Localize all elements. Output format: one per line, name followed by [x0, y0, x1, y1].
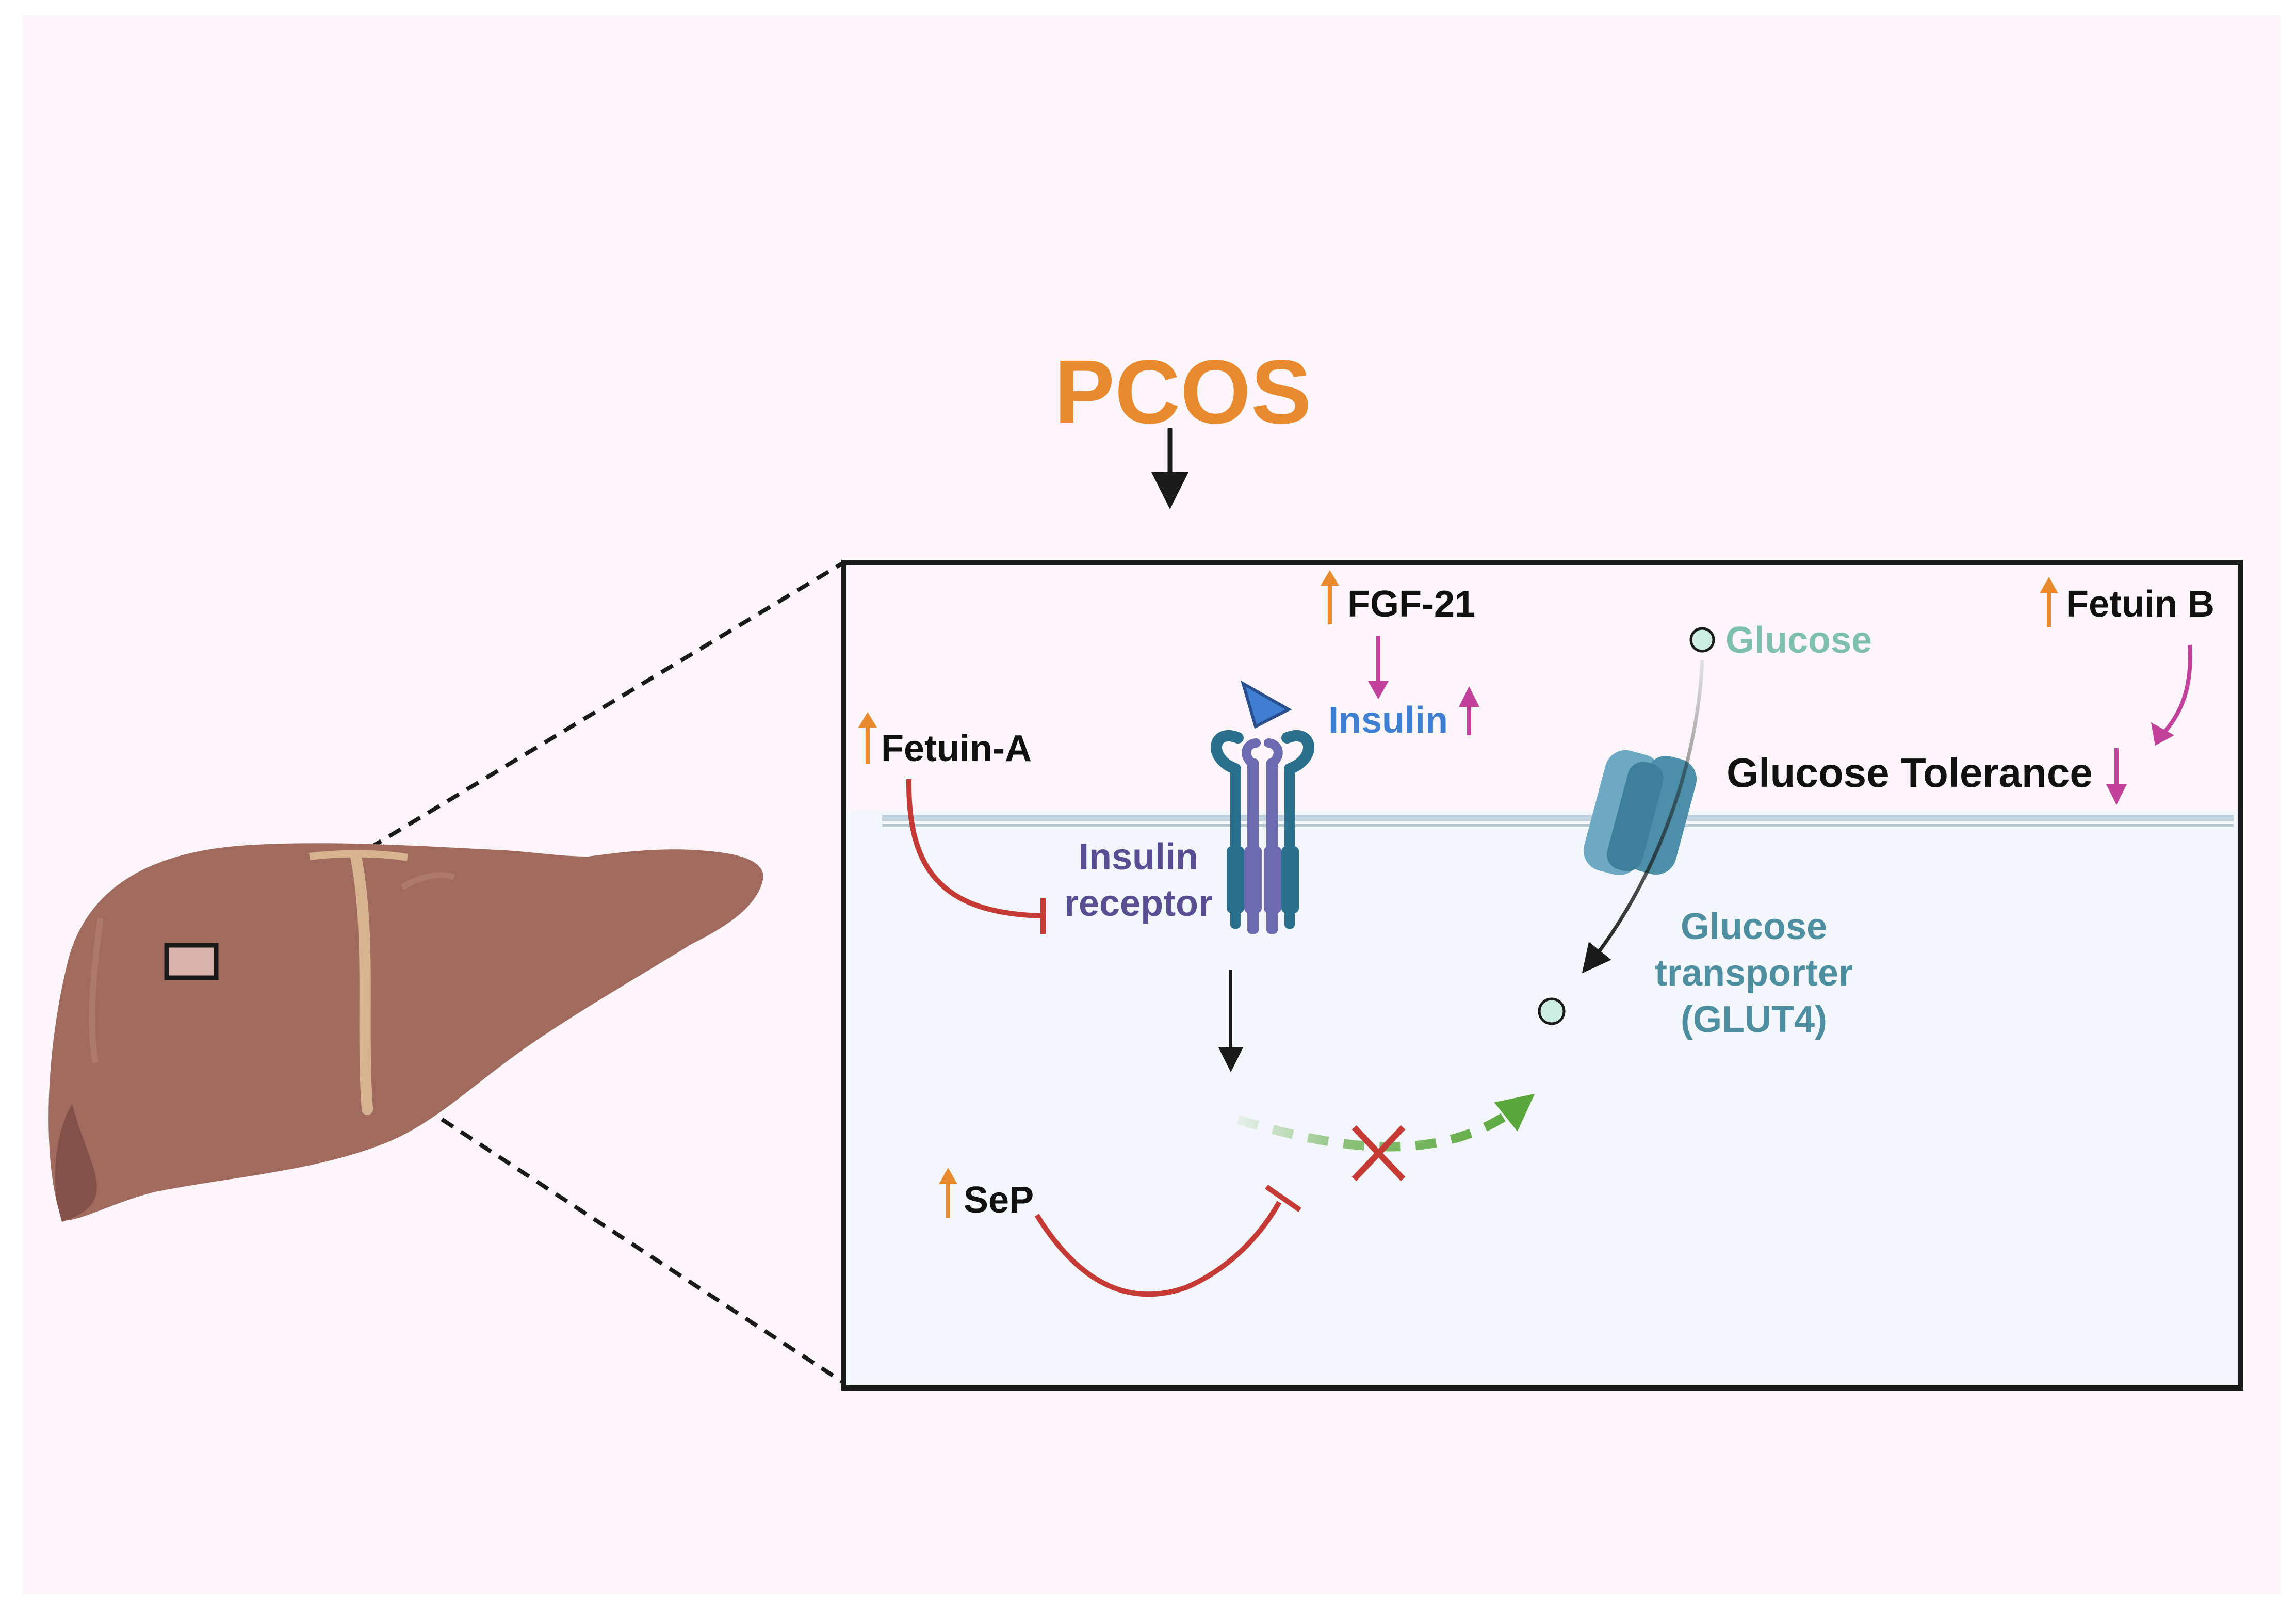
blocked-x-icon: [1351, 1125, 1406, 1182]
insulin-label: Insulin: [1328, 700, 1448, 741]
glucose-molecule-icon: [1689, 627, 1715, 653]
insulin-receptor-label-line2: receptor: [1064, 883, 1213, 924]
liver-icon: [48, 843, 764, 1222]
glut4-label-line1: Glucose: [1681, 906, 1827, 947]
insulin-ligand-icon: [1241, 680, 1292, 729]
insulin-receptor-icon: [1211, 730, 1314, 934]
glucose-tolerance-label: Glucose Tolerance: [1727, 750, 2093, 796]
fgf21-to-insulin-arrow: [1368, 636, 1389, 699]
sep-inhibition-bar: [1265, 1184, 1301, 1213]
glucose-tolerance-decrease-icon: [2106, 748, 2127, 805]
fgf21-label: FGF-21: [1347, 584, 1475, 625]
sep-label: SeP: [964, 1180, 1034, 1221]
fetuin-b-increase-icon: [2040, 577, 2058, 627]
insulin-receptor-label-line1: Insulin: [1079, 836, 1198, 878]
sep-increase-icon: [939, 1168, 957, 1218]
fetuin-a-label: Fetuin-A: [881, 728, 1032, 769]
pcos-title: PCOS: [1054, 342, 1312, 443]
liver-zoom-box: [164, 943, 219, 980]
glucose-molecule-inside-icon: [1538, 997, 1566, 1025]
fetuin-a-increase-icon: [858, 712, 877, 764]
sep-inhibition-line: [1034, 1201, 1282, 1297]
fetuin-b-arrow: [2162, 644, 2192, 734]
fetuin-b-arrow-head: [2151, 722, 2174, 746]
glut4-label-line2: transporter: [1655, 952, 1853, 994]
extracellular-space: [846, 565, 2238, 810]
fgf21-increase-icon: [1321, 570, 1339, 624]
glucose-entry-arrow: [1582, 660, 1704, 974]
fetuin-a-inhibition-line: [906, 779, 1043, 918]
glut4-label-line3: (GLUT4): [1681, 999, 1827, 1040]
glut4-translocation-arrow: [1236, 1093, 1535, 1152]
fetuin-b-label: Fetuin B: [2066, 584, 2214, 625]
glucose-label: Glucose: [1725, 620, 1872, 661]
insulin-increase-icon: [1459, 686, 1479, 735]
